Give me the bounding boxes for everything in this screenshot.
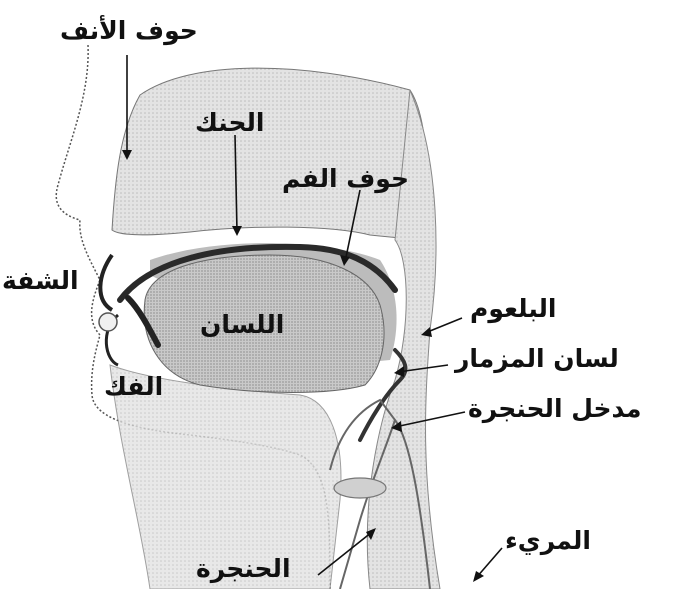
- label-oral-cavity: حوف الفم: [282, 166, 409, 191]
- lip-upper: [100, 255, 112, 310]
- label-lips: الشفة: [2, 268, 79, 293]
- label-epiglottis: لسان المزمار: [455, 346, 619, 371]
- label-nasal-cavity: حوف الأنف: [60, 18, 198, 43]
- label-esophagus: المريء: [505, 528, 591, 553]
- label-laryngeal-inlet: مدخل الحنجرة: [468, 396, 641, 421]
- label-tongue: اللسان: [200, 312, 284, 337]
- label-jaw: الفك: [104, 374, 163, 399]
- nasal-tissue: [112, 68, 427, 240]
- lip-outline: [99, 313, 117, 331]
- label-palate: الحنك: [195, 110, 264, 135]
- label-larynx: الحنجرة: [196, 556, 291, 581]
- label-pharynx: البلعوم: [470, 296, 556, 321]
- vocal-fold: [334, 478, 386, 498]
